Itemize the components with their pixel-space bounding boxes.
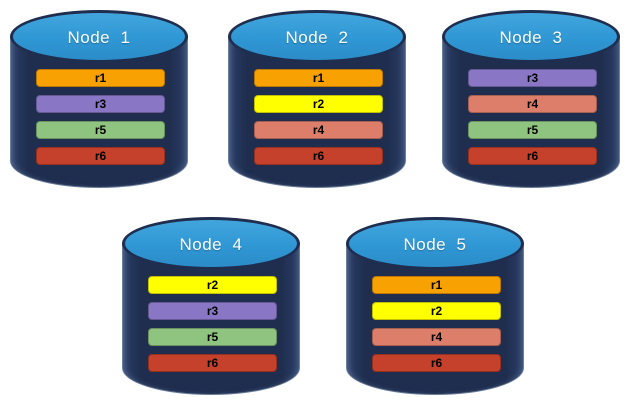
replica-bar-r4: r4 xyxy=(372,328,501,346)
cylinder-top: Node 2 xyxy=(228,10,406,63)
replica-list: r3 r4 r5 r6 xyxy=(468,69,597,165)
cylinder-top: Node 4 xyxy=(122,217,300,270)
replica-bar-r3: r3 xyxy=(468,69,597,87)
database-node-5: Node 5 r1 r2 r4 r6 xyxy=(346,217,524,395)
replica-bar-r1: r1 xyxy=(36,69,165,87)
database-node-3: Node 3 r3 r4 r5 r6 xyxy=(442,10,620,188)
replica-bar-r2: r2 xyxy=(254,95,383,113)
replica-bar-r3: r3 xyxy=(36,95,165,113)
replica-label: r2 xyxy=(430,304,443,318)
replica-bar-r1: r1 xyxy=(372,276,501,294)
database-node-4: Node 4 r2 r3 r5 r6 xyxy=(122,217,300,395)
replica-label: r5 xyxy=(206,330,219,344)
node-title: Node 1 xyxy=(67,27,131,47)
replica-bar-r6: r6 xyxy=(254,147,383,165)
replica-bar-r6: r6 xyxy=(468,147,597,165)
replica-label: r6 xyxy=(430,356,443,370)
replica-label: r5 xyxy=(94,123,107,137)
replica-list: r2 r3 r5 r6 xyxy=(148,276,277,372)
replica-label: r3 xyxy=(206,304,219,318)
replica-label: r4 xyxy=(312,123,325,137)
replica-label: r4 xyxy=(526,97,539,111)
replica-label: r1 xyxy=(430,278,443,292)
replica-label: r3 xyxy=(94,97,107,111)
replica-label: r4 xyxy=(430,330,443,344)
replica-label: r6 xyxy=(206,356,219,370)
replica-list: r1 r2 r4 r6 xyxy=(254,69,383,165)
replica-list: r1 r3 r5 r6 xyxy=(36,69,165,165)
replica-label: r5 xyxy=(526,123,539,137)
replica-bar-r2: r2 xyxy=(372,302,501,320)
node-title: Node 2 xyxy=(285,27,349,47)
replica-bar-r2: r2 xyxy=(148,276,277,294)
replica-label: r2 xyxy=(206,278,219,292)
replica-bar-r5: r5 xyxy=(36,121,165,139)
replica-bar-r3: r3 xyxy=(148,302,277,320)
replica-label: r6 xyxy=(526,149,539,163)
replica-list: r1 r2 r4 r6 xyxy=(372,276,501,372)
replica-bar-r1: r1 xyxy=(254,69,383,87)
replica-label: r1 xyxy=(94,71,107,85)
replica-bar-r6: r6 xyxy=(148,354,277,372)
database-node-1: Node 1 r1 r3 r5 r6 xyxy=(10,10,188,188)
cylinder-top: Node 3 xyxy=(442,10,620,63)
node-title: Node 3 xyxy=(499,27,563,47)
node-title: Node 5 xyxy=(403,234,467,254)
cylinder-top: Node 5 xyxy=(346,217,524,270)
replica-bar-r5: r5 xyxy=(468,121,597,139)
replica-label: r2 xyxy=(312,97,325,111)
replica-bar-r6: r6 xyxy=(36,147,165,165)
cylinder-top: Node 1 xyxy=(10,10,188,63)
replica-bar-r5: r5 xyxy=(148,328,277,346)
replica-bar-r6: r6 xyxy=(372,354,501,372)
replica-label: r3 xyxy=(526,71,539,85)
replica-bar-r4: r4 xyxy=(468,95,597,113)
replica-label: r6 xyxy=(94,149,107,163)
database-node-2: Node 2 r1 r2 r4 r6 xyxy=(228,10,406,188)
replica-label: r6 xyxy=(312,149,325,163)
replica-bar-r4: r4 xyxy=(254,121,383,139)
node-title: Node 4 xyxy=(179,234,243,254)
replica-label: r1 xyxy=(312,71,325,85)
